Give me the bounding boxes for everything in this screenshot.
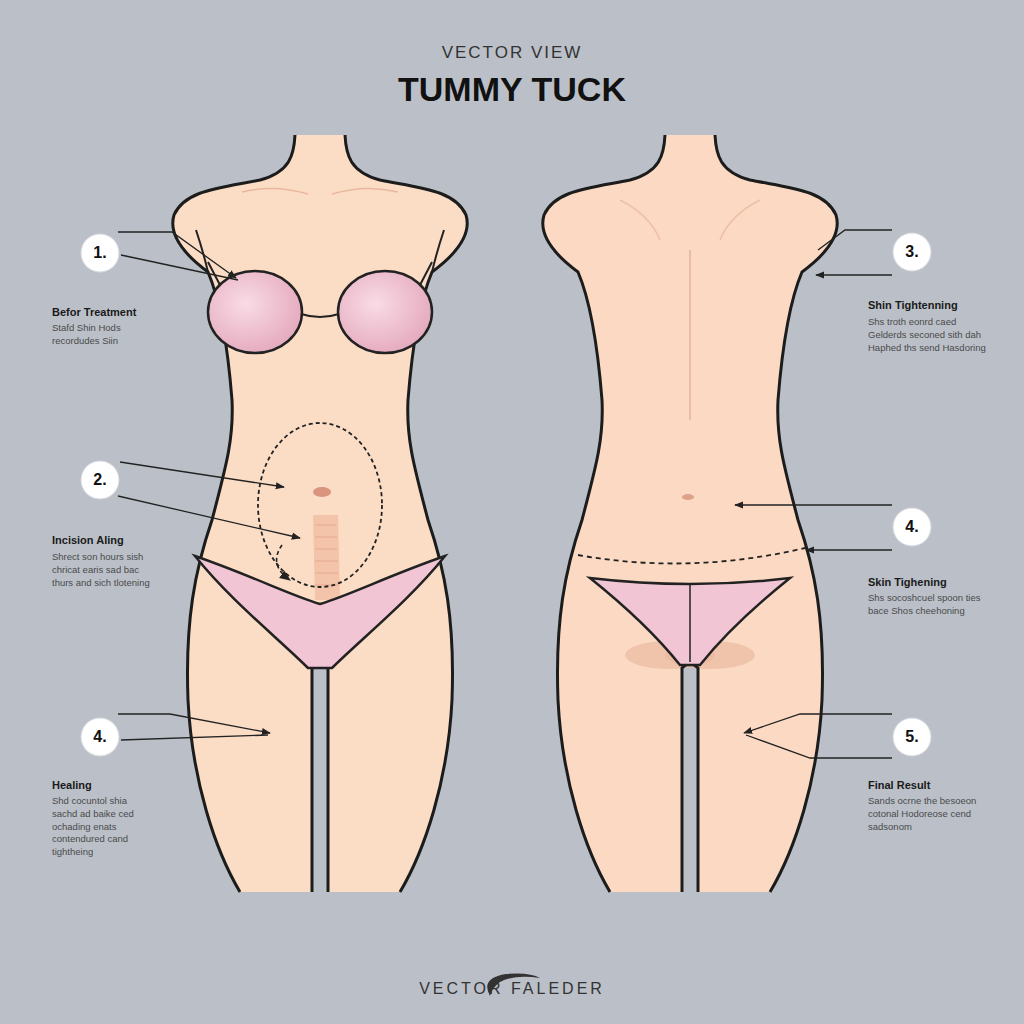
step-body: Sands ocrne the besoeon cotonal Hodoreos… <box>868 795 988 833</box>
step-body: Shd cocuntol shia sachd ad baike ced och… <box>52 795 152 859</box>
callout-circle-shape <box>81 718 119 756</box>
step-body: Stafd Shin Hods recordudes Siin <box>52 322 152 348</box>
step-heading: Befor Treatment <box>52 305 162 320</box>
front-figure <box>173 135 467 892</box>
callout-circle-shape <box>81 234 119 272</box>
callout-number: 3. <box>905 243 918 261</box>
callout-badge: 5. <box>892 717 932 757</box>
callout-number: 4. <box>905 518 918 536</box>
callout-circle-shape <box>893 718 931 756</box>
callout-number: 1. <box>93 244 106 262</box>
brand-footer: VECTOR FALEDER <box>312 978 712 1000</box>
step-body: Shrect son hours sish chricat earis sad … <box>52 551 152 589</box>
callout-number: 2. <box>93 471 106 489</box>
step-heading: Final Result <box>868 778 1008 793</box>
callout-circle-shape <box>893 233 931 271</box>
callout-circle-shape <box>81 461 119 499</box>
callout-badge: 4. <box>892 507 932 547</box>
callout-number: 5. <box>905 728 918 746</box>
step-heading: Healing <box>52 778 162 793</box>
diagram-title: TUMMY TUCK <box>212 70 812 109</box>
step-heading: Shin Tightenning <box>868 298 1008 313</box>
step-heading: Skin Tighening <box>868 575 1008 590</box>
callout-badge: 4. <box>80 717 120 757</box>
callout-badge: 2. <box>80 460 120 500</box>
leader-lines <box>118 230 892 758</box>
back-figure <box>543 135 837 892</box>
subtitle: VECTOR VIEW <box>312 42 712 65</box>
step-body: Shs socoshcuel spoon ties bace Shos chee… <box>868 592 988 618</box>
callout-circle-shape <box>893 508 931 546</box>
callout-badge: 3. <box>892 232 932 272</box>
step-heading: Incision Aling <box>52 533 162 548</box>
callout-number: 4. <box>93 728 106 746</box>
callout-badge: 1. <box>80 233 120 273</box>
step-body: Shs troth eonrd caed Gelderds seconed si… <box>868 316 988 354</box>
